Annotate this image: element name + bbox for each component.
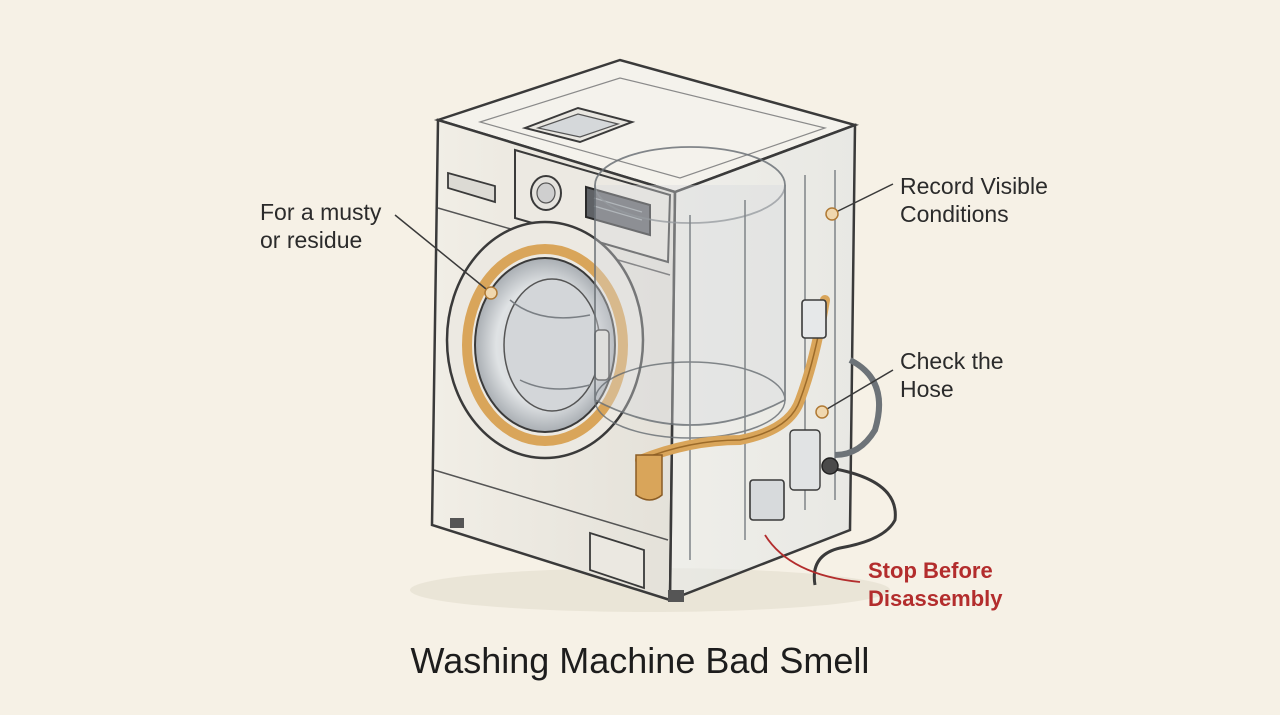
callout-musty: For a musty or residue (260, 199, 382, 253)
callout-line-record (831, 183, 894, 215)
callout-record: Record Visible Conditions (900, 173, 1048, 227)
callout-hose: Check the Hose (900, 348, 1004, 402)
callout-dot-record (825, 207, 839, 221)
diagram-title: Washing Machine Bad Smell (410, 640, 870, 681)
callout-line-hose (821, 369, 894, 413)
callout-dot-musty (484, 286, 498, 300)
valve-component (801, 299, 827, 339)
power-cord (812, 466, 897, 586)
pump-module (749, 479, 785, 521)
detergent-drawer (521, 106, 636, 144)
filter-door (589, 531, 645, 590)
callout-line-musty (394, 214, 492, 294)
dispenser-slot (447, 171, 496, 204)
callout-line-stop (764, 534, 861, 583)
callout-stop: Stop Before Disassembly (868, 558, 1003, 611)
inlet-hose (834, 357, 883, 458)
callout-dot-hose (815, 405, 829, 419)
door (445, 220, 645, 460)
control-knob (530, 175, 562, 211)
pump-fitting (635, 454, 663, 501)
